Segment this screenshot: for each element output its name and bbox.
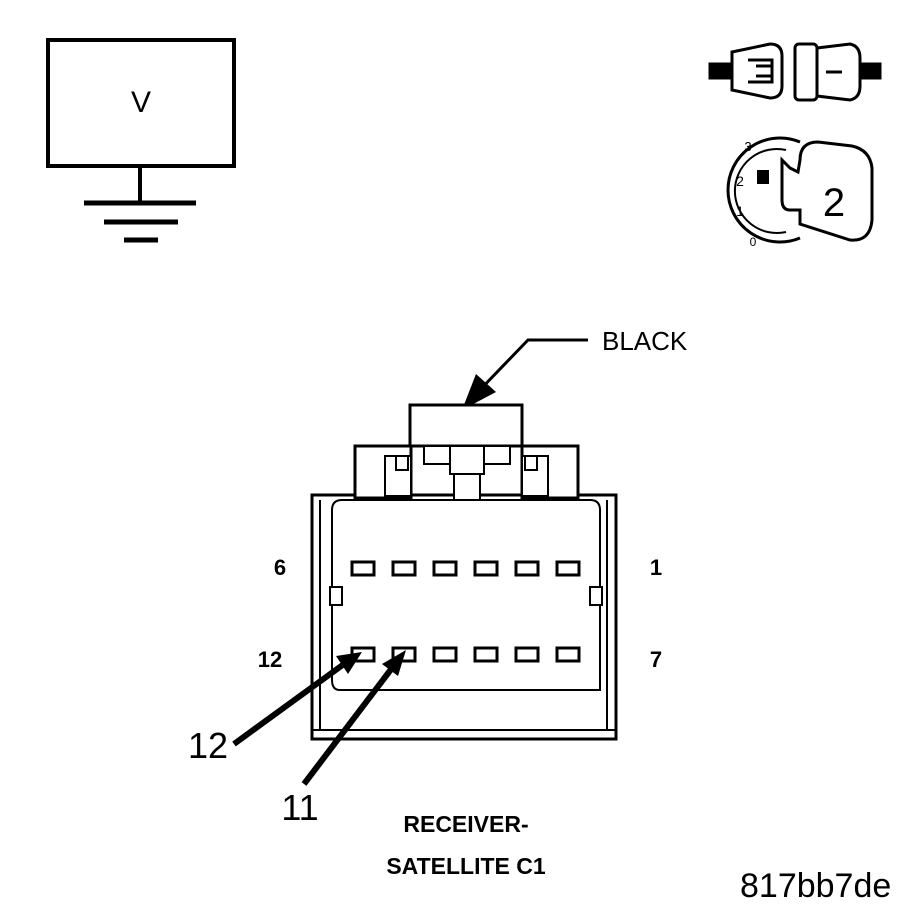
figure-id: 817bb7de xyxy=(740,867,891,905)
pin-cavity-3 xyxy=(473,560,499,577)
pin-cavity-9 xyxy=(473,646,499,663)
probe-label-11: 11 xyxy=(281,787,318,828)
voltmeter-symbol: V xyxy=(46,38,236,243)
cavity-label-7: 7 xyxy=(650,647,662,672)
pin-cavity-1 xyxy=(555,560,581,577)
key-position-marker xyxy=(757,170,769,184)
pin-cavity-4 xyxy=(432,560,458,577)
probe-label-12: 12 xyxy=(188,725,228,766)
pin-cavity-7 xyxy=(555,646,581,663)
pin-cavity-6 xyxy=(350,560,376,577)
pin-cavity-5 xyxy=(391,560,417,577)
key-position-0: 0 xyxy=(750,235,757,249)
key-position-3: 3 xyxy=(744,139,751,154)
ground-icon xyxy=(84,166,196,243)
connector-face xyxy=(310,403,618,741)
color-callout: BLACK xyxy=(462,326,688,410)
connector-color-label: BLACK xyxy=(602,326,688,356)
connector-name-line2: SATELLITE C1 xyxy=(386,853,546,879)
cavity-label-12: 12 xyxy=(258,647,282,672)
disconnect-connector-icon xyxy=(708,42,882,102)
voltmeter-label: V xyxy=(131,86,151,119)
ignition-key-icon: 3 2 1 0 2 xyxy=(726,136,874,249)
probe-arrows xyxy=(232,650,406,786)
connector-name-line1: RECEIVER- xyxy=(403,811,528,837)
key-selected-position: 2 xyxy=(823,181,845,225)
connector-pins xyxy=(350,560,581,663)
pin-cavity-8 xyxy=(514,646,540,663)
pin-cavity-2 xyxy=(514,560,540,577)
cavity-label-1: 1 xyxy=(650,555,662,580)
cavity-label-6: 6 xyxy=(274,555,286,580)
pin-cavity-10 xyxy=(432,646,458,663)
key-position-2: 2 xyxy=(736,173,744,189)
voltmeter-box xyxy=(46,38,236,168)
